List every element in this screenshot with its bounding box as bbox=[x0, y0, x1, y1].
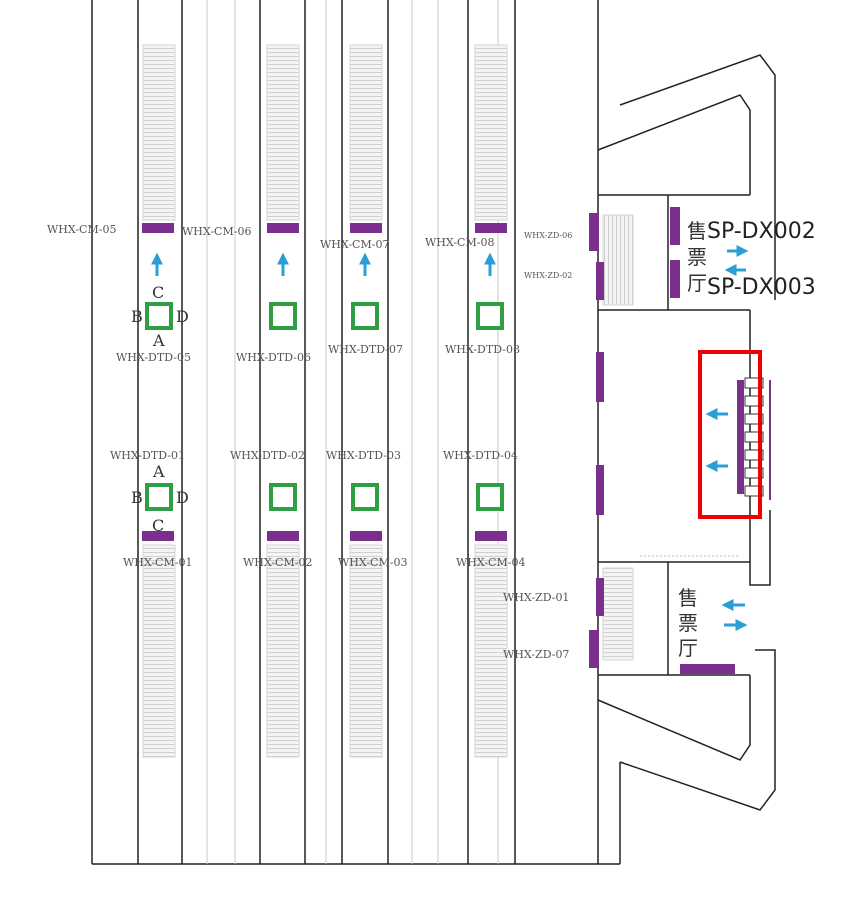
gate-cm-05 bbox=[142, 223, 174, 233]
stair-1-top bbox=[142, 44, 176, 221]
gate-zd-02 bbox=[596, 262, 604, 300]
zd-gates bbox=[589, 207, 735, 674]
label-dtd-07: WHX-DTD-07 bbox=[328, 343, 403, 356]
stair-4-bottom bbox=[474, 544, 508, 758]
ticket-hall-top-char1: 售 bbox=[687, 219, 707, 243]
ticket-hall-top-char2: 票 bbox=[687, 245, 707, 269]
gate-cm-03 bbox=[350, 531, 382, 541]
label-dtd-03: WHX-DTD-03 bbox=[326, 449, 401, 462]
label-zd-07: WHX-ZD-07 bbox=[503, 648, 569, 661]
label-cm-03: WHX-CM-03 bbox=[338, 556, 407, 569]
concourse-structure bbox=[597, 54, 776, 864]
label-zd-02: WHX-ZD-02 bbox=[524, 271, 572, 280]
label-dtd-04: WHX-DTD-04 bbox=[443, 449, 518, 462]
exit-gate-bar bbox=[737, 380, 744, 494]
gate-ticket-3 bbox=[680, 664, 735, 674]
highlight-box bbox=[698, 350, 762, 519]
face-c-bottom: C bbox=[152, 516, 164, 535]
face-d-bottom: D bbox=[176, 488, 189, 507]
label-cm-07: WHX-CM-07 bbox=[320, 238, 389, 251]
face-b-top: B bbox=[131, 307, 143, 326]
label-dtd-01: WHX-DTD-01 bbox=[110, 449, 185, 462]
labels: WHX-CM-05 WHX-CM-06 WHX-CM-07 WHX-CM-08 … bbox=[47, 219, 816, 661]
gate-cm-08 bbox=[475, 223, 507, 233]
label-cm-01: WHX-CM-01 bbox=[123, 556, 192, 569]
ticket-hall-top-char3: 厅 bbox=[687, 271, 707, 295]
gate-zd-01 bbox=[596, 578, 604, 616]
gate-cm-02 bbox=[267, 531, 299, 541]
stair-zd-bottom bbox=[602, 567, 634, 661]
label-dtd-06: WHX-DTD-06 bbox=[236, 351, 311, 364]
label-dtd-05: WHX-DTD-05 bbox=[116, 351, 191, 364]
entrance-dtd-05 bbox=[145, 302, 173, 330]
stair-2-top bbox=[266, 44, 300, 221]
stair-1-bottom bbox=[142, 544, 176, 758]
entrance-dtd-04 bbox=[476, 483, 504, 511]
ticket-hall-bottom-char2: 票 bbox=[678, 611, 698, 635]
ticket-hall-bottom-char3: 厅 bbox=[678, 636, 698, 660]
ticket-hall-bottom-char1: 售 bbox=[678, 586, 698, 610]
label-sp-dx003: SP-DX003 bbox=[707, 275, 816, 300]
label-cm-05: WHX-CM-05 bbox=[47, 223, 116, 236]
platform-structure bbox=[91, 0, 620, 865]
gate-side-2 bbox=[596, 465, 604, 515]
gate-cm-07 bbox=[350, 223, 382, 233]
face-c-top: C bbox=[152, 283, 164, 302]
gate-cm-04 bbox=[475, 531, 507, 541]
face-a-bottom: A bbox=[152, 462, 165, 481]
label-zd-06: WHX-ZD-06 bbox=[524, 231, 572, 240]
stair-2-bottom bbox=[266, 544, 300, 758]
gate-cm-06 bbox=[267, 223, 299, 233]
stair-4-top bbox=[474, 44, 508, 221]
label-sp-dx002: SP-DX002 bbox=[707, 219, 816, 244]
entrance-dtd-03 bbox=[351, 483, 379, 511]
face-d-top: D bbox=[176, 307, 189, 326]
entrance-dtd-02 bbox=[269, 483, 297, 511]
gate-ticket-1 bbox=[670, 207, 680, 245]
cm-gates bbox=[142, 223, 507, 541]
face-b-bottom: B bbox=[131, 488, 143, 507]
label-dtd-08: WHX-DTD-08 bbox=[445, 343, 520, 356]
gate-zd-07 bbox=[589, 630, 599, 668]
label-cm-04: WHX-CM-04 bbox=[456, 556, 525, 569]
entrance-dtd-06 bbox=[269, 302, 297, 330]
dtd-entrances bbox=[145, 302, 504, 511]
label-cm-02: WHX-CM-02 bbox=[243, 556, 312, 569]
entrance-dtd-07 bbox=[351, 302, 379, 330]
flow-arrows bbox=[151, 245, 749, 631]
gate-ticket-2 bbox=[670, 260, 680, 298]
gate-side-1 bbox=[596, 352, 604, 402]
label-zd-01: WHX-ZD-01 bbox=[503, 591, 569, 604]
label-cm-08: WHX-CM-08 bbox=[425, 236, 494, 249]
label-dtd-02: WHX-DTD-02 bbox=[230, 449, 305, 462]
face-a-top: A bbox=[152, 331, 165, 350]
label-cm-06: WHX-CM-06 bbox=[182, 225, 251, 238]
gate-zd-06 bbox=[589, 213, 599, 251]
exit-gate-bank bbox=[698, 350, 771, 519]
entrance-dtd-01 bbox=[145, 483, 173, 511]
gate-cm-01 bbox=[142, 531, 174, 541]
stair-3-bottom bbox=[349, 544, 383, 758]
entrance-dtd-08 bbox=[476, 302, 504, 330]
stairs bbox=[142, 44, 634, 758]
stair-zd-top bbox=[602, 214, 634, 306]
stair-3-top bbox=[349, 44, 383, 221]
